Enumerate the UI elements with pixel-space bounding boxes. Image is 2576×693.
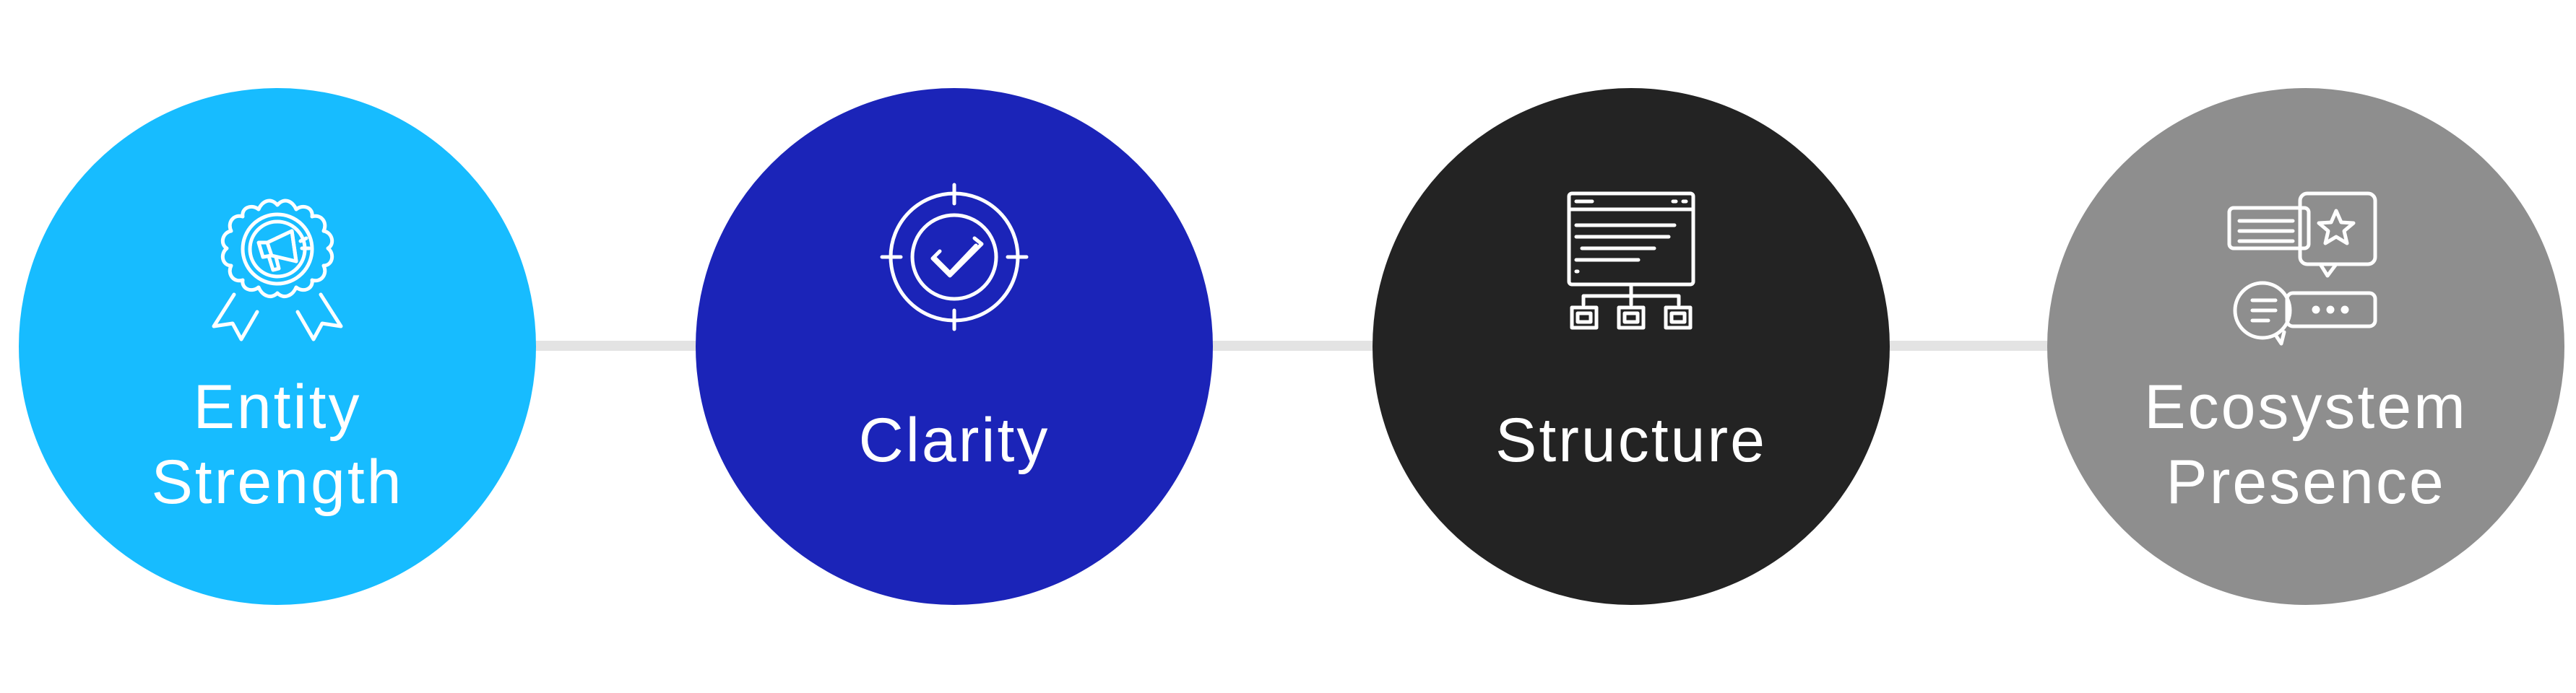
step-structure: Structure [1373, 88, 1890, 605]
award-badge-megaphone-icon [183, 180, 371, 368]
step-label: Clarity [739, 403, 1170, 478]
step-clarity: Clarity [696, 88, 1213, 605]
step-label: Structure [1416, 403, 1846, 478]
step-label-line: Entity [193, 372, 362, 442]
target-check-icon [860, 180, 1048, 368]
step-label-line: Structure [1495, 406, 1767, 475]
step-label-line: Strength [151, 448, 404, 517]
step-entity-strength: Entity Strength [19, 88, 536, 605]
step-label-line: Presence [2166, 448, 2446, 517]
step-label-line: Clarity [858, 406, 1050, 475]
step-label-line: Ecosystem [2144, 372, 2468, 442]
reviews-chat-icon [2212, 180, 2400, 368]
step-ecosystem-presence: Ecosystem Presence [2047, 88, 2564, 605]
site-structure-icon [1537, 180, 1725, 368]
step-label: Entity Strength [62, 370, 493, 520]
step-label: Ecosystem Presence [2091, 370, 2521, 520]
